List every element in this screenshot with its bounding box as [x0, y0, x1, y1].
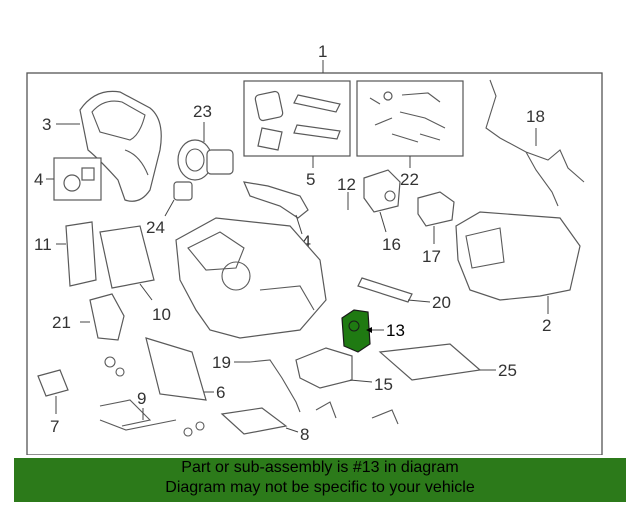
callout-22: 22 — [400, 170, 419, 189]
callout-25: 25 — [498, 361, 517, 380]
part-2-housing — [455, 211, 581, 301]
callout-20: 20 — [432, 293, 451, 312]
assembly-frame — [26, 72, 603, 455]
part-10-cabin-filter — [99, 225, 155, 289]
part-8-filter-element — [220, 407, 288, 435]
part-25-heater-core-cover — [378, 343, 482, 381]
callout-11: 11 — [34, 235, 52, 254]
kit-box-22 — [356, 80, 464, 157]
part-20-seal-strip — [357, 277, 413, 303]
callout-19: 19 — [212, 353, 231, 372]
callout-17: 17 — [422, 247, 441, 266]
callout-1: 1 — [318, 42, 327, 61]
callout-9: 9 — [137, 389, 146, 408]
part-13-actuator-highlighted — [341, 309, 371, 353]
callout-15: 15 — [374, 375, 393, 394]
callout-8: 8 — [300, 425, 309, 444]
part-4-actuator — [63, 167, 95, 192]
callout-24: 24 — [146, 218, 165, 237]
part-16-actuator — [363, 169, 401, 213]
callout-10: 10 — [152, 305, 171, 324]
part-15-duct — [295, 347, 353, 389]
callout-4: 4 — [34, 170, 43, 189]
callout-2: 2 — [542, 316, 551, 335]
callout-3: 3 — [42, 115, 51, 134]
part-3-duct — [79, 90, 162, 202]
callout-6: 6 — [216, 383, 225, 402]
callout-7: 7 — [50, 417, 59, 436]
banner-line-1: Part or sub-assembly is #13 in diagram — [181, 459, 459, 476]
parts-diagram: 1 3 4 23 24 5 — [26, 42, 603, 455]
part-14-bracket — [243, 181, 309, 219]
part-21-vent — [89, 293, 125, 341]
hvac-housing-main — [175, 217, 327, 339]
vehicle-fit-banner: Part or sub-assembly is #13 in diagram D… — [14, 458, 626, 502]
part-23-blower-motor — [177, 139, 234, 181]
part-5-seal-kit — [254, 90, 341, 151]
hardware-small-parts — [104, 356, 399, 437]
part-19-hose — [249, 359, 301, 413]
part-7-clip — [37, 369, 69, 397]
callout-13: 13 — [386, 321, 405, 340]
part-24-resistor — [173, 181, 193, 201]
callout-18: 18 — [526, 107, 545, 126]
part-9-pipes — [99, 399, 177, 431]
part-22-sensor-kit — [369, 91, 446, 143]
callout-21: 21 — [52, 313, 71, 332]
part-18-wiring-harness — [485, 79, 585, 207]
callout-23: 23 — [193, 102, 212, 121]
kit-box-5 — [243, 80, 351, 157]
part-17-actuator — [417, 191, 455, 227]
callout-12: 12 — [337, 175, 356, 194]
banner-line-2: Diagram may not be specific to your vehi… — [165, 479, 475, 496]
callout-5: 5 — [306, 170, 315, 189]
part-6-evaporator — [145, 337, 207, 401]
callout-16: 16 — [382, 235, 401, 254]
part-11-flap — [65, 221, 97, 287]
